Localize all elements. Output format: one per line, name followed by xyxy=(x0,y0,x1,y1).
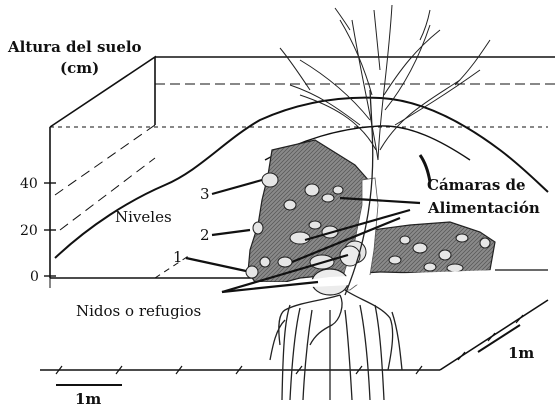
floor-ticks xyxy=(56,315,523,374)
label-nidos: Nidos o refugios xyxy=(76,302,201,320)
label-camaras-line1: Cámaras de xyxy=(427,176,526,194)
leader-level-3 xyxy=(212,180,262,194)
axis-title-line2: (cm) xyxy=(60,59,99,77)
label-level-1: 1 xyxy=(173,248,183,266)
label-level-2: 2 xyxy=(200,226,210,244)
leader-level-2 xyxy=(212,230,250,235)
y-tick-40: 40 xyxy=(20,176,38,192)
surface-roots xyxy=(280,5,490,160)
y-tick-0: 0 xyxy=(30,269,39,285)
underground-tunnels xyxy=(270,290,402,400)
leader-level-1 xyxy=(186,258,246,271)
y-tick-20: 20 xyxy=(20,223,38,239)
scale-label-right: 1m xyxy=(508,344,534,362)
label-niveles: Niveles xyxy=(115,208,172,226)
label-camaras-line2: Alimentación xyxy=(427,199,540,217)
chamber-level-1 xyxy=(246,266,258,278)
axis-title-line1: Altura del suelo xyxy=(7,38,142,56)
label-level-3: 3 xyxy=(200,185,210,203)
scale-bars xyxy=(56,325,520,385)
chamber-level-3 xyxy=(262,173,278,187)
scale-label-bottom: 1m xyxy=(75,390,101,407)
box-left-dashed-2 xyxy=(55,125,155,195)
